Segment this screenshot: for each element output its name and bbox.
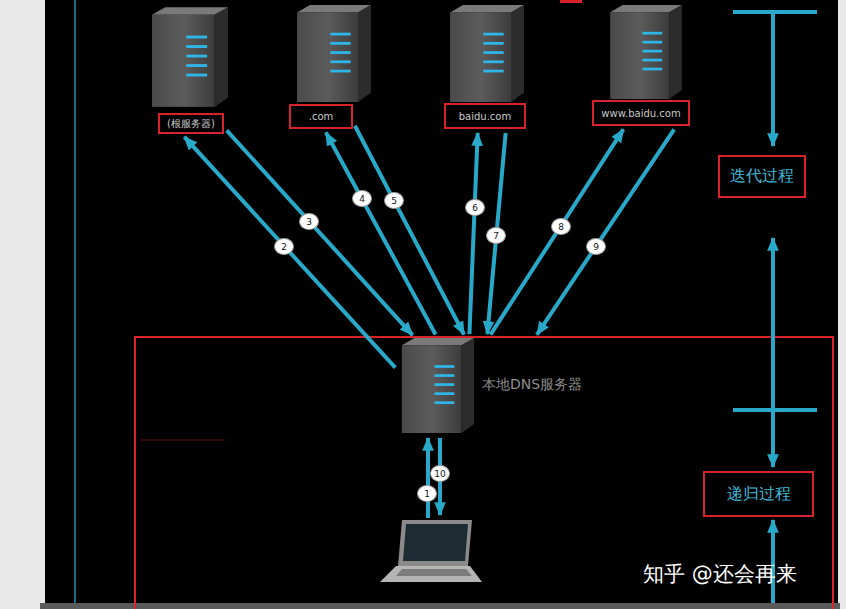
query-arrow <box>537 129 674 334</box>
query-arrow <box>355 126 464 335</box>
laptop-icon <box>398 520 472 566</box>
node-text: .com <box>309 111 334 122</box>
node-text: (根服务器) <box>167 117 215 131</box>
query-arrow <box>326 133 436 335</box>
server-icon <box>402 338 474 433</box>
node-text: 本地DNS服务器 <box>482 376 582 394</box>
node-text: baidu.com <box>459 111 511 122</box>
callout-number: 3 <box>299 213 319 230</box>
callout-number: 6 <box>465 199 485 216</box>
arrow <box>426 438 430 518</box>
server-icon <box>450 5 524 102</box>
node-text: www.baidu.com <box>601 108 680 119</box>
faint-line <box>140 440 225 441</box>
local-dns-server: 本地DNS服务器 <box>398 338 595 432</box>
server-icon <box>297 5 371 102</box>
server-label: (根服务器) <box>158 113 224 134</box>
watermark: 知乎 @还会再来 <box>643 560 797 588</box>
query-arrow <box>184 137 395 368</box>
callout-number: 7 <box>486 227 506 244</box>
callout-number: 5 <box>384 192 404 209</box>
node-text: 递归过程 <box>727 484 791 505</box>
node-text: 迭代过程 <box>730 166 794 187</box>
arrow <box>771 12 775 146</box>
server-label: .com <box>289 104 353 129</box>
arrow <box>771 410 775 467</box>
guide-line <box>74 0 76 603</box>
callout-number: 10 <box>430 465 450 482</box>
bottom-strip <box>40 603 840 609</box>
server-icon <box>610 5 682 99</box>
callout-number: 9 <box>586 238 606 255</box>
phase-box: 迭代过程 <box>718 155 806 198</box>
query-arrow <box>227 130 413 335</box>
server-label: baidu.com <box>444 103 526 129</box>
query-arrow <box>469 133 477 334</box>
arrow <box>771 520 775 603</box>
background <box>45 0 838 603</box>
server-label: www.baidu.com <box>592 100 690 126</box>
arrow <box>771 238 775 410</box>
red-mark <box>560 0 582 3</box>
server-icon <box>152 7 228 107</box>
callout-number: 2 <box>274 238 294 255</box>
region-outline <box>135 337 833 609</box>
callout-number: 4 <box>352 190 372 207</box>
callout-number: 1 <box>417 485 437 502</box>
phase-box: 递归过程 <box>703 471 814 517</box>
callout-number: 8 <box>551 218 571 235</box>
